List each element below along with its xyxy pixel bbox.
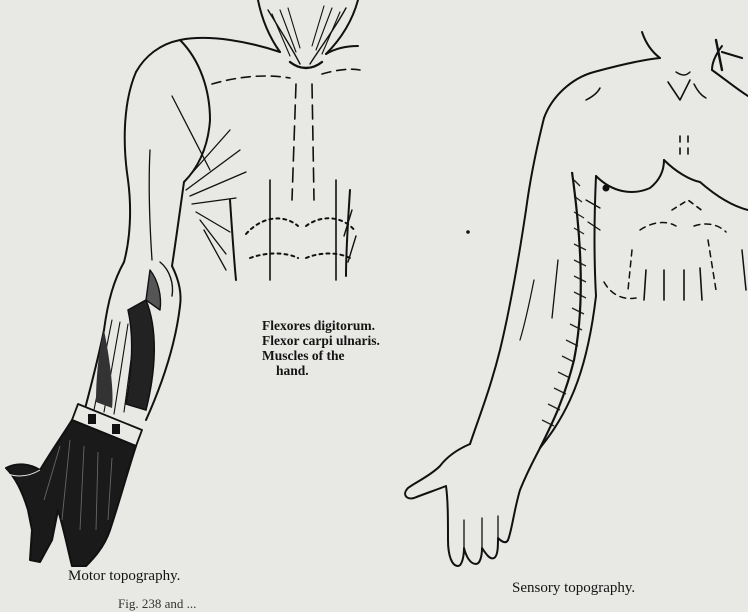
muscle-label-flexor-carpi-ulnaris: Flexor carpi ulnaris. — [262, 333, 380, 348]
muscle-label-hand: hand. — [262, 363, 380, 378]
muscle-labels: Flexores digitorum. Flexor carpi ulnaris… — [262, 318, 380, 378]
motor-caption: Motor topography. — [68, 568, 180, 585]
figure-caption-fragment: Fig. 238 and ... — [118, 596, 196, 612]
flexor-shading — [126, 300, 154, 410]
print-speck — [466, 230, 470, 234]
sensory-illustration — [405, 32, 748, 566]
muscle-label-flexores-digitorum: Flexores digitorum. — [262, 318, 380, 333]
muscle-label-muscles-of-the: Muscles of the — [262, 348, 380, 363]
sensory-caption: Sensory topography. — [512, 580, 635, 597]
motor-illustration — [72, 0, 360, 446]
motor-hand — [6, 420, 136, 566]
forearm-shading — [96, 330, 113, 408]
